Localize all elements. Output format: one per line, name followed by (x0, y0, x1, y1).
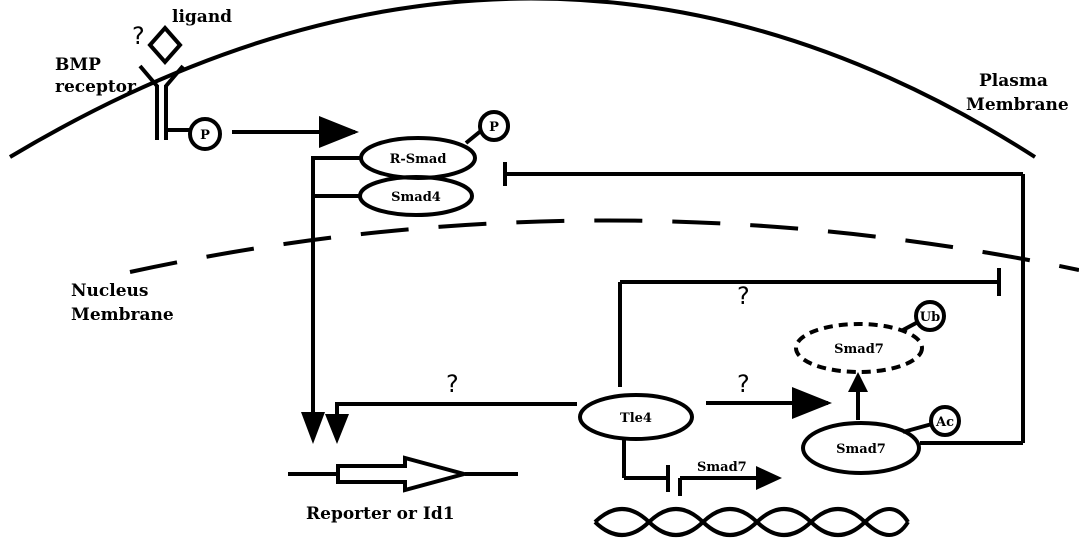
inhibit-smad7-to-complex (503, 162, 1025, 445)
svg-text:Ac: Ac (935, 415, 954, 430)
reporter-gene (288, 455, 518, 493)
arrow-tle4-to-reporter (325, 402, 577, 444)
svg-text:Tle4: Tle4 (620, 411, 652, 426)
inhibit-tle4-to-smad7-gene (622, 440, 670, 492)
svg-text:Ub: Ub (920, 310, 940, 325)
ubiquitin-tag: Ub (914, 300, 946, 332)
arrow-smad7-up (848, 372, 868, 420)
smad7-acetylated-node: Smad7 (801, 421, 921, 475)
label-plasma-membrane: Membrane (966, 95, 1069, 115)
smad4-node: Smad4 (358, 175, 474, 217)
label-receptor: receptor (55, 77, 137, 97)
arrow-complex-to-reporter (301, 156, 360, 444)
svg-text:P: P (200, 128, 210, 143)
ub-link (902, 320, 919, 332)
svg-text:R-Smad: R-Smad (390, 152, 447, 167)
ligand-diamond (147, 24, 183, 66)
nucleus-membrane (129, 218, 1079, 274)
rsmad-phosphate: P (478, 110, 510, 142)
bmp-receptor (138, 64, 190, 140)
label-reporter: Reporter or Id1 (306, 504, 455, 524)
acetyl-tag: Ac (929, 405, 961, 437)
svg-text:P: P (489, 120, 499, 135)
label-smad7-gene: Smad7 (697, 460, 747, 475)
svg-text:Smad7: Smad7 (834, 342, 884, 357)
question-ligand: ? (132, 22, 145, 50)
svg-text:Smad7: Smad7 (836, 442, 886, 457)
label-nucleus: Nucleus (71, 281, 148, 301)
tle4-node: Tle4 (578, 393, 694, 441)
label-nucleus-membrane: Membrane (71, 305, 174, 325)
question-tle4-smad7: ? (737, 370, 750, 398)
inhibit-tle4-top (618, 268, 1001, 387)
r-smad-node: R-Smad (359, 136, 477, 180)
question-tle4-inhibit: ? (737, 282, 750, 310)
question-tle4-reporter: ? (446, 370, 459, 398)
arrow-smad7-transcription (678, 466, 782, 496)
svg-text:Smad4: Smad4 (391, 190, 441, 205)
receptor-phosphate: P (188, 117, 222, 151)
label-plasma: Plasma (979, 71, 1048, 91)
label-bmp: BMP (55, 55, 101, 75)
smad7-degraded-node: Smad7 (794, 322, 924, 374)
dna-helix (593, 507, 910, 537)
ac-link (902, 422, 933, 434)
plasma-membrane (8, 0, 1037, 159)
label-ligand: ligand (172, 7, 232, 27)
